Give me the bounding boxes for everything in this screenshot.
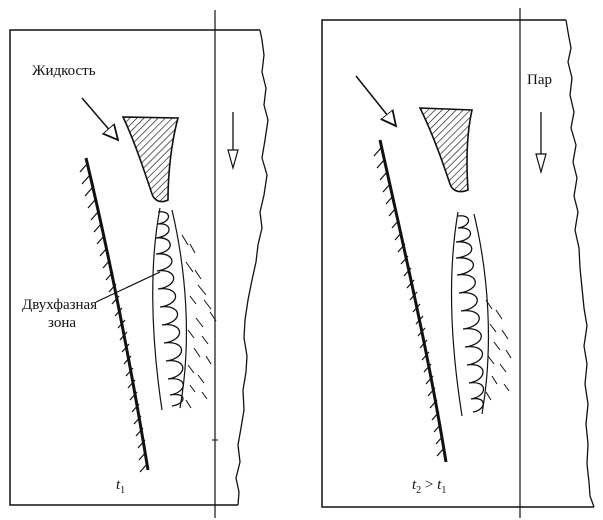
right-time-sub2: 1 (441, 485, 446, 496)
right-vapor-dashes (486, 300, 511, 400)
right-two-phase-outline (452, 212, 489, 416)
two-phase-label-line2: зона (48, 315, 76, 332)
left-wall-hatching (80, 165, 147, 472)
left-panel (10, 10, 268, 518)
right-wedge (420, 108, 472, 192)
right-panel-torn-edge (566, 20, 594, 507)
right-wall (380, 140, 446, 462)
two-phase-leader (96, 272, 160, 302)
right-inflow-arrow (356, 76, 396, 126)
left-wedge (123, 117, 178, 202)
liquid-arrow (82, 98, 118, 140)
left-panel-torn-edge (236, 30, 268, 505)
right-time-relation: > (421, 477, 437, 493)
right-wall-hatching (374, 148, 444, 456)
right-panel-frame (322, 20, 594, 507)
left-time-label: t1 (116, 477, 125, 499)
two-phase-label-line1: Двухфазная (22, 297, 97, 314)
vapor-arrow (536, 112, 546, 172)
right-two-phase-coils (456, 216, 484, 412)
left-time-sub: 1 (120, 485, 125, 496)
liquid-label: Жидкость (32, 63, 96, 80)
vapor-label: Пар (527, 72, 552, 89)
right-time-label: t2 > t1 (412, 477, 446, 499)
left-two-phase-coils (156, 212, 183, 406)
right-panel (322, 8, 594, 518)
left-panel-frame (10, 30, 260, 505)
left-flow-arrow (228, 112, 238, 168)
